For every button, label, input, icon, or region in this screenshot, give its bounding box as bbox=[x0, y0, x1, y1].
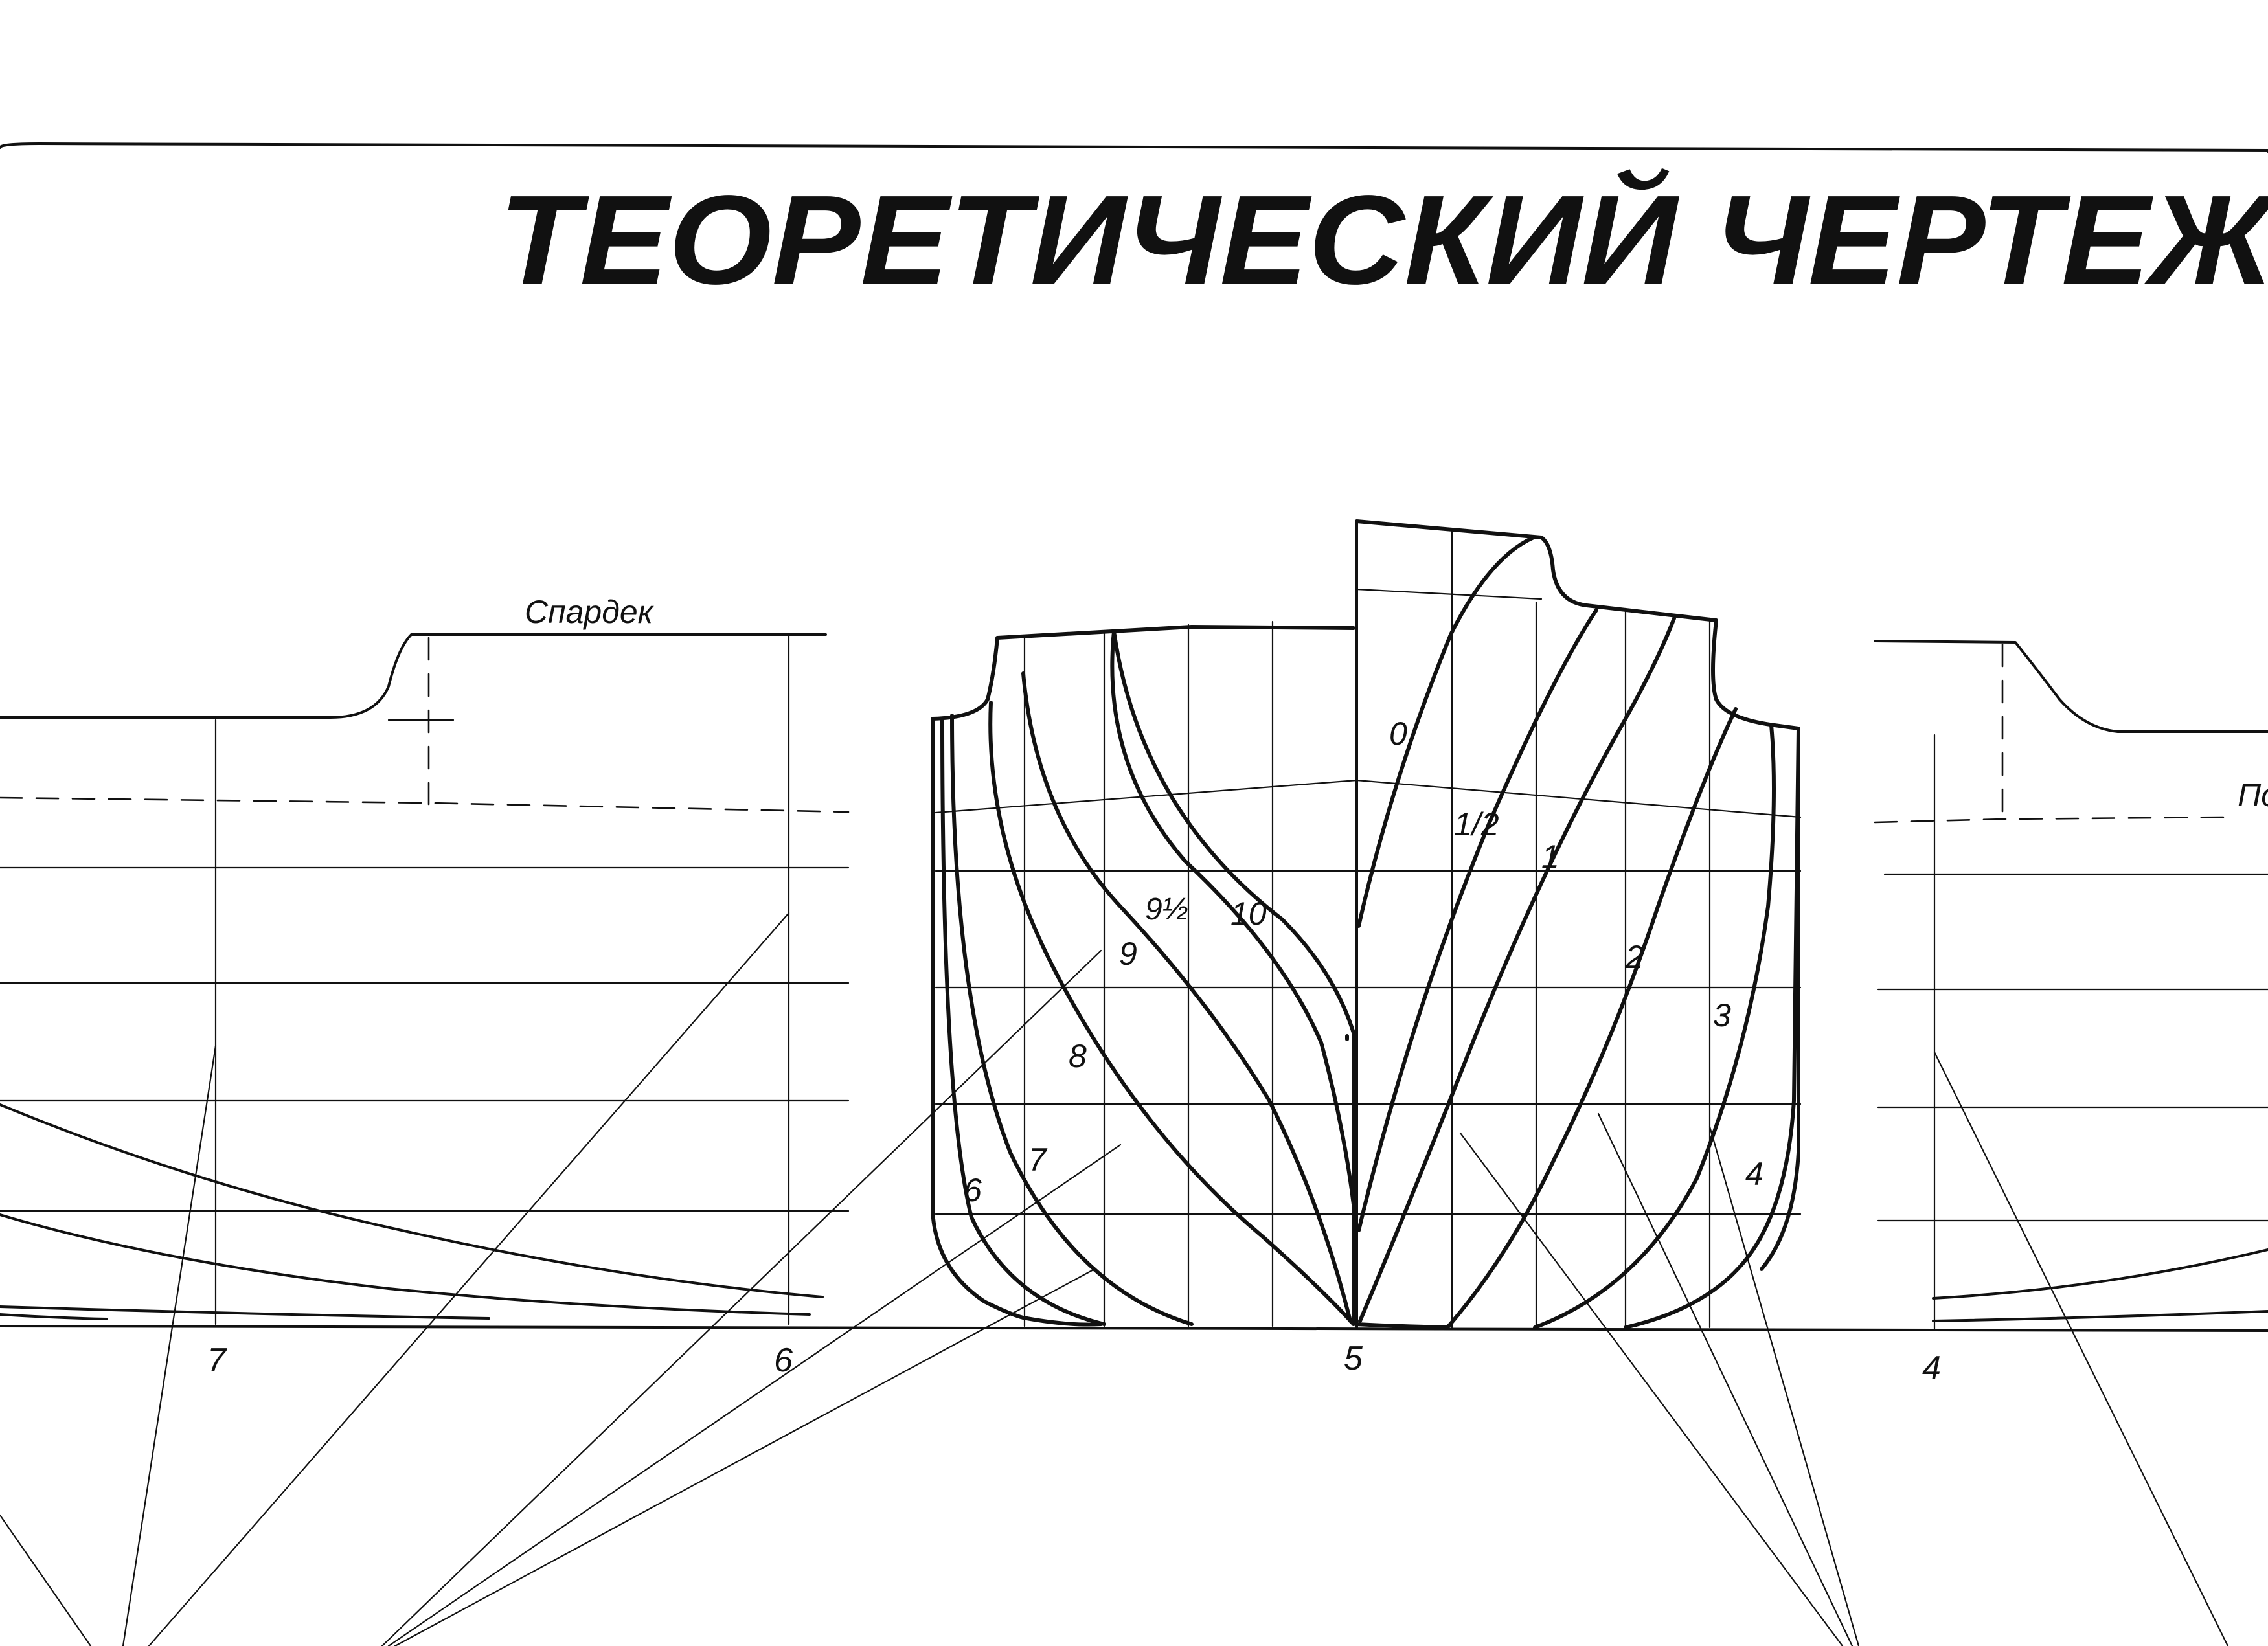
buttock-curve-2 bbox=[0, 1213, 811, 1316]
diagonal-left-2 bbox=[148, 912, 790, 1646]
left-profile-view: Спардек 7 6 bbox=[0, 594, 2268, 1646]
spardek-deck-line bbox=[0, 633, 827, 719]
label-2: 2 bbox=[1625, 939, 1644, 975]
label-4: 4 bbox=[1745, 1156, 1763, 1192]
right-deck-line bbox=[1874, 640, 2268, 733]
station-4-label: 4 bbox=[1922, 1349, 1941, 1387]
section-half-curve bbox=[1357, 608, 1598, 1232]
section-8-curve bbox=[988, 701, 1355, 1326]
diagonal-left-1 bbox=[122, 1044, 217, 1646]
right-buttock-2 bbox=[1932, 1310, 2268, 1322]
bottom-curve-center-left bbox=[1021, 1316, 1103, 1327]
right-deck-label-partial: По bbox=[2238, 777, 2268, 813]
section-9-curve bbox=[1021, 671, 1352, 1323]
diagonal-right-1 bbox=[1933, 1051, 2229, 1646]
section-9half-curve bbox=[1110, 629, 1355, 1206]
label-1: 1 bbox=[1541, 839, 1559, 875]
label-3: 3 bbox=[1713, 997, 1731, 1033]
section-10-curve bbox=[1112, 629, 1355, 1326]
label-7: 7 bbox=[1028, 1142, 1048, 1178]
buttock-curve-4 bbox=[0, 1313, 108, 1320]
label-6: 6 bbox=[964, 1172, 982, 1208]
diagonal-left-3 bbox=[0, 1514, 92, 1646]
forecastle-box bbox=[1355, 519, 1800, 1271]
label-0: 0 bbox=[1389, 716, 1407, 752]
diagonal-bp-5 bbox=[1597, 1112, 1854, 1646]
section-4-curve bbox=[1624, 727, 1800, 1329]
station-7-label: 7 bbox=[207, 1342, 227, 1379]
section-6-curve bbox=[940, 717, 1106, 1326]
aft-top-outline bbox=[931, 625, 1355, 721]
buttock-curve-3 bbox=[0, 1305, 490, 1320]
dashed-deck-line-right bbox=[1874, 816, 2229, 824]
diagonal-bp-6 bbox=[1708, 1125, 1860, 1646]
bottom-curve-center-right bbox=[1355, 1322, 1449, 1329]
section-7-curve bbox=[950, 714, 1194, 1326]
buttock-curve-1 bbox=[0, 1103, 824, 1298]
diagonal-bp-2 bbox=[387, 1144, 1122, 1646]
baseline bbox=[0, 1325, 2268, 1332]
label-9-half: 9½ bbox=[1145, 892, 1188, 927]
aft-left-side bbox=[931, 717, 1025, 1320]
section-2-curve bbox=[1446, 707, 1738, 1329]
label-8: 8 bbox=[1069, 1038, 1087, 1074]
diagonal-bp-3 bbox=[394, 1268, 1096, 1646]
label-5: 5 bbox=[1344, 1340, 1363, 1377]
spardek-label: Спардек bbox=[525, 594, 655, 630]
label-9: 9 bbox=[1119, 936, 1137, 972]
drawing-title: ТЕОРЕТИЧЕСКИЙ ЧЕРТЕЖ bbox=[499, 167, 2268, 311]
diagonal-bp-1 bbox=[381, 949, 1102, 1646]
label-half: 1/2 bbox=[1454, 806, 1499, 842]
right-buttock-1 bbox=[1932, 1248, 2268, 1300]
top-line-right bbox=[1355, 588, 1543, 600]
dashed-deck-line-center bbox=[935, 779, 1802, 818]
label-10: 10 bbox=[1230, 896, 1267, 932]
body-plan-view: 0 1/2 1 2 3 4 5 6 7 8 9 9½ 10 bbox=[381, 519, 1860, 1646]
section-0-curve bbox=[1357, 536, 1536, 928]
dashed-deck-line-left bbox=[0, 796, 850, 813]
title-frame-border bbox=[0, 142, 2268, 152]
station-6-label: 6 bbox=[774, 1342, 793, 1379]
section-1-curve bbox=[1358, 616, 1676, 1323]
diagonal-bp-4 bbox=[1459, 1132, 1844, 1646]
right-profile-view: По 4 bbox=[1874, 640, 2268, 1646]
section-3-curve bbox=[1533, 723, 1776, 1329]
